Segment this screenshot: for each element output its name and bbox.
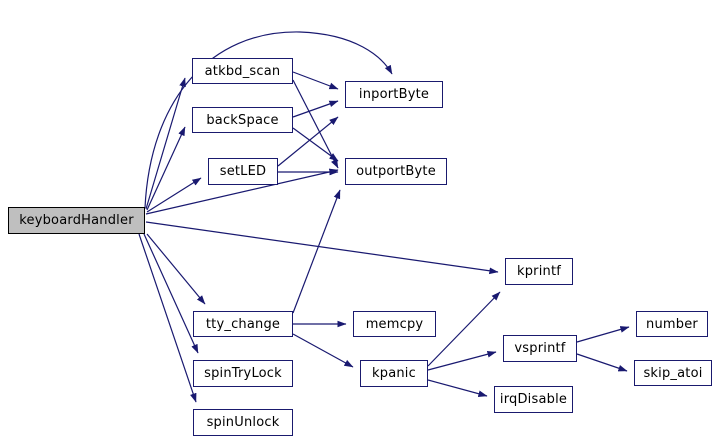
edge-keyboardHandler-to-kprintf [145,221,499,275]
node-label: atkbd_scan [204,63,281,79]
node-label: skip_atoi [643,365,703,381]
node-inportByte[interactable]: inportByte [345,81,443,108]
node-atkbd_scan[interactable]: atkbd_scan [192,58,293,84]
edge-keyboardHandler-to-inportByte [144,31,393,209]
node-setLED[interactable]: setLED [208,158,278,185]
node-label: vsprintf [514,341,566,356]
node-kprintf[interactable]: kprintf [505,258,573,285]
edge-backSpace-to-inportByte [292,100,339,118]
edge-kpanic-to-irqDisable [427,379,488,397]
edge-keyboardHandler-to-setLED [146,177,202,213]
node-label: irqDisable [499,392,568,407]
node-irqDisable[interactable]: irqDisable [494,386,573,413]
node-number[interactable]: number [636,311,708,337]
node-label: outportByte [356,164,436,179]
node-label: tty_change [205,316,281,332]
node-backSpace[interactable]: backSpace [192,107,293,133]
node-keyboardHandler[interactable]: keyboardHandler [8,207,145,234]
node-memcpy[interactable]: memcpy [353,311,436,337]
node-label: setLED [219,164,267,179]
node-outportByte[interactable]: outportByte [345,158,447,185]
node-kpanic[interactable]: kpanic [360,360,428,387]
edge-keyboardHandler-to-backSpace [146,126,186,211]
edge-setLED-to-inportByte [277,116,339,167]
node-label: kpanic [372,366,416,381]
node-tty_change[interactable]: tty_change [193,311,293,337]
edge-atkbd_scan-to-outportByte [292,79,339,169]
edge-keyboardHandler-to-spinUnlock [138,233,197,403]
edge-keyboardHandler-to-spinTryLock [143,233,199,354]
edge-keyboardHandler-to-atkbd_scan [145,77,186,210]
edges-group [138,31,630,403]
edge-kpanic-to-vsprintf [427,350,497,371]
node-spinUnlock[interactable]: spinUnlock [193,409,293,436]
node-label: inportByte [358,87,430,102]
edge-vsprintf-to-skip_atoi [576,353,628,372]
node-label: keyboardHandler [19,213,134,228]
node-label: kprintf [516,264,562,279]
edge-keyboardHandler-to-tty_change [146,233,206,305]
edge-kpanic-to-kprintf [427,291,501,367]
node-vsprintf[interactable]: vsprintf [503,335,577,362]
node-label: memcpy [365,316,424,332]
node-skip_atoi[interactable]: skip_atoi [634,360,712,386]
edge-backSpace-to-outportByte [292,127,339,162]
node-label: spinTryLock [204,366,282,381]
edge-tty_change-to-kpanic [292,333,354,368]
edge-keyboardHandler-to-outportByte [145,168,339,215]
edge-atkbd_scan-to-inportByte [292,71,339,90]
edge-vsprintf-to-number [576,326,630,343]
node-label: backSpace [206,112,279,128]
node-spinTryLock[interactable]: spinTryLock [193,360,293,387]
edge-tty_change-to-outportByte [292,189,341,314]
node-label: spinUnlock [206,415,280,430]
node-label: number [646,316,698,332]
